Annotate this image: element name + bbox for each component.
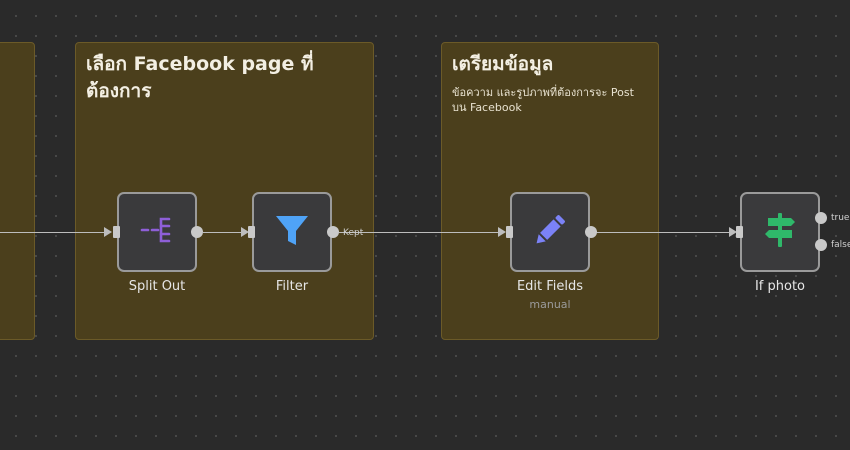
sticky-note-prepare-data[interactable]: เตรียมข้อมูล ข้อความ และรูปภาพที่ต้องการ… bbox=[441, 42, 659, 340]
node-label: Edit Fields bbox=[516, 279, 584, 294]
sticky-note-description: ข้อความ และรูปภาพที่ต้องการจะ Post บน Fa… bbox=[452, 86, 634, 114]
pencil-icon bbox=[530, 210, 570, 254]
connection-line[interactable] bbox=[0, 232, 106, 233]
connection-arrow bbox=[104, 227, 112, 237]
sticky-note-select-page[interactable]: เลือก Facebook page ที่ ต้องการ bbox=[75, 42, 374, 340]
node-output-port[interactable] bbox=[585, 226, 597, 238]
output-label-true: true bbox=[831, 213, 850, 223]
sticky-note-left[interactable] bbox=[0, 42, 35, 340]
node-output-port-false[interactable] bbox=[815, 239, 827, 251]
node-edit-fields[interactable] bbox=[510, 192, 590, 272]
node-output-port[interactable] bbox=[191, 226, 203, 238]
sticky-note-title: เตรียมข้อมูล bbox=[452, 53, 554, 75]
connection-line[interactable] bbox=[596, 232, 729, 233]
connection-arrow bbox=[729, 227, 737, 237]
connection-arrow bbox=[498, 227, 506, 237]
node-subtitle: manual bbox=[529, 298, 571, 311]
node-if-photo[interactable] bbox=[740, 192, 820, 272]
output-label-kept: Kept bbox=[343, 228, 364, 238]
connection-line[interactable] bbox=[203, 232, 243, 233]
node-label: Split Out bbox=[128, 279, 186, 294]
signpost-icon bbox=[760, 210, 800, 254]
node-filter[interactable] bbox=[252, 192, 332, 272]
node-output-port-true[interactable] bbox=[815, 212, 827, 224]
node-label: If photo bbox=[754, 279, 806, 294]
node-input-port[interactable] bbox=[113, 226, 120, 238]
node-input-port[interactable] bbox=[248, 226, 255, 238]
connection-line[interactable] bbox=[339, 232, 499, 233]
output-label-false: false bbox=[831, 240, 850, 250]
node-output-port[interactable] bbox=[327, 226, 339, 238]
node-input-port[interactable] bbox=[506, 226, 513, 238]
filter-icon bbox=[272, 210, 312, 254]
node-label: Filter bbox=[275, 279, 309, 294]
node-input-port[interactable] bbox=[736, 226, 743, 238]
split-out-icon bbox=[137, 210, 177, 254]
sticky-note-title: เลือก Facebook page ที่ ต้องการ bbox=[86, 53, 314, 102]
connection-arrow bbox=[241, 227, 249, 237]
node-split-out[interactable] bbox=[117, 192, 197, 272]
